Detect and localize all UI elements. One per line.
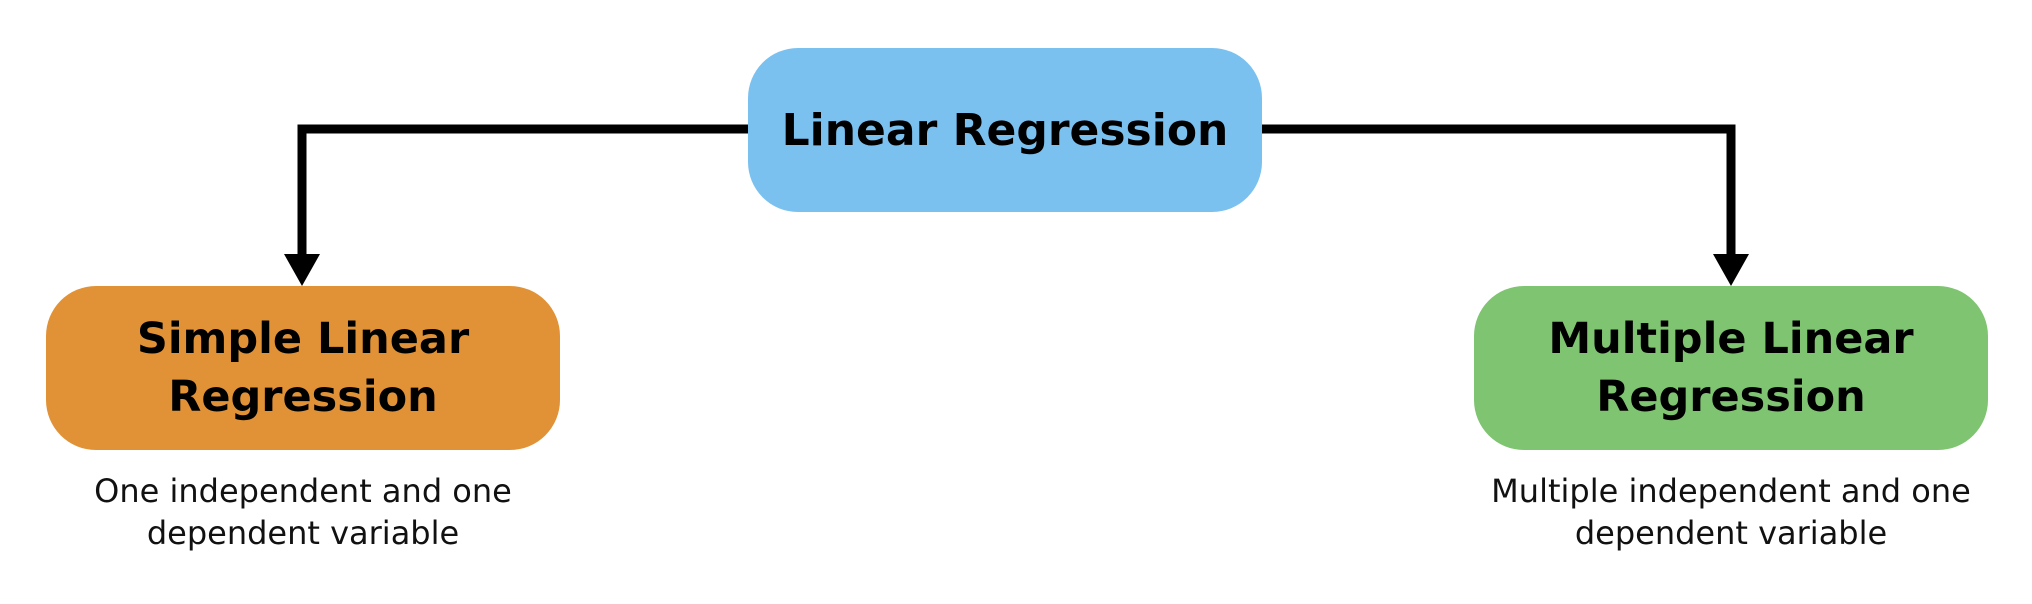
- node-label: Multiple Linear Regression: [1548, 314, 1914, 422]
- caption-simple: One independent and one dependent variab…: [94, 472, 512, 552]
- connector-left: [297, 124, 748, 258]
- caption-multiple: Multiple independent and one dependent v…: [1491, 472, 1971, 552]
- node-linear-regression: Linear Regression: [748, 48, 1262, 212]
- arrowhead-right: [1713, 254, 1749, 286]
- node-label: Simple Linear Regression: [136, 314, 470, 422]
- connector-right: [1262, 124, 1736, 258]
- node-multiple-linear-regression: Multiple Linear Regression: [1474, 286, 1988, 450]
- node-label: Linear Regression: [781, 104, 1229, 156]
- node-simple-linear-regression: Simple Linear Regression: [46, 286, 560, 450]
- arrowhead-left: [284, 254, 320, 286]
